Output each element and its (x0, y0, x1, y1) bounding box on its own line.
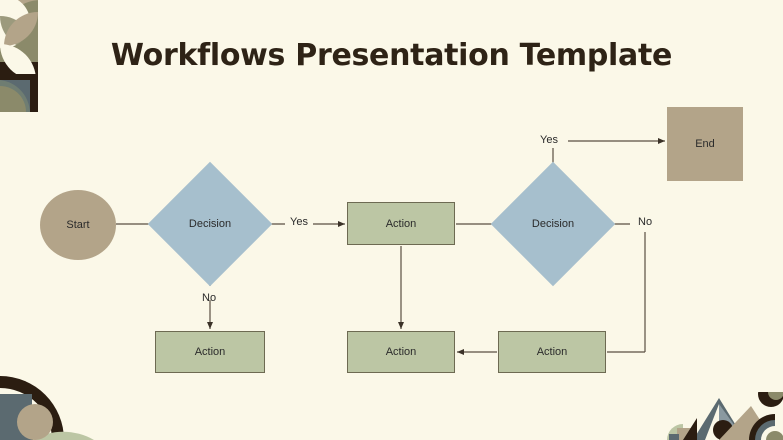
node-action-top-1[interactable]: Action (347, 202, 455, 245)
node-end[interactable]: End (667, 107, 743, 181)
node-action-bottom-3-label: Action (536, 346, 568, 358)
node-action-bottom-1[interactable]: Action (155, 331, 265, 373)
edge-label-yes-2: Yes (540, 134, 558, 146)
node-action-bottom-1-label: Action (194, 346, 226, 358)
decoration-bottom-left (0, 374, 100, 440)
petal-cluster-icon (0, 0, 41, 112)
page-title: Workflows Presentation Template (110, 38, 673, 73)
node-end-label: End (695, 138, 715, 150)
node-action-bottom-2-label: Action (385, 346, 417, 358)
edge-label-no-1: No (202, 292, 217, 304)
node-start-label: Start (66, 219, 90, 231)
decoration-top-left (0, 0, 41, 112)
node-decision-1[interactable]: Decision (147, 161, 273, 287)
node-action-bottom-2[interactable]: Action (347, 331, 455, 373)
quarter-circles-icon (0, 374, 100, 440)
decoration-bottom-right (663, 388, 783, 440)
edge-label-no-2: No (638, 216, 653, 228)
node-action-bottom-3[interactable]: Action (498, 331, 606, 373)
geometric-cluster-icon (663, 388, 783, 440)
node-decision-1-label: Decision (188, 218, 232, 230)
edge-label-yes-1: Yes (290, 216, 308, 228)
node-start[interactable]: Start (40, 190, 116, 260)
node-decision-2-label: Decision (531, 218, 575, 230)
node-action-top-1-label: Action (385, 217, 417, 230)
node-decision-2[interactable]: Decision (490, 161, 616, 287)
